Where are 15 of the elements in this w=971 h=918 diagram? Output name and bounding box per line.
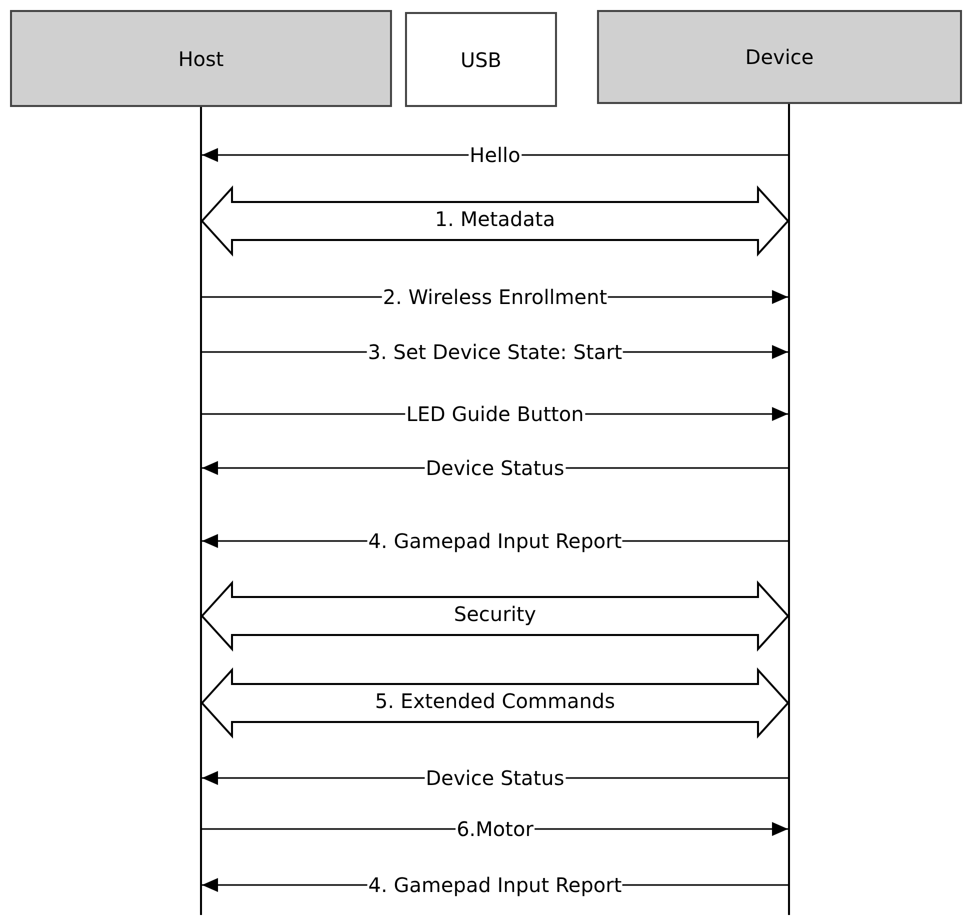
double-block-arrow <box>200 580 790 652</box>
lifeline-header-box <box>597 10 962 104</box>
double-block-arrow <box>200 185 790 257</box>
message-arrow <box>202 148 788 162</box>
participant-label: Device <box>745 45 814 69</box>
edge-label: Security <box>452 602 538 626</box>
lifeline <box>788 104 790 915</box>
edge-label: 1. Metadata <box>434 207 556 231</box>
edge-label: 5. Extended Commands <box>374 689 616 713</box>
participant-label: Host <box>178 46 224 70</box>
participant-label: USB <box>460 48 502 72</box>
lifeline-header-box <box>405 12 557 107</box>
double-block-arrow <box>200 667 790 739</box>
lifeline-header-box <box>10 10 392 107</box>
lifeline <box>200 107 202 915</box>
